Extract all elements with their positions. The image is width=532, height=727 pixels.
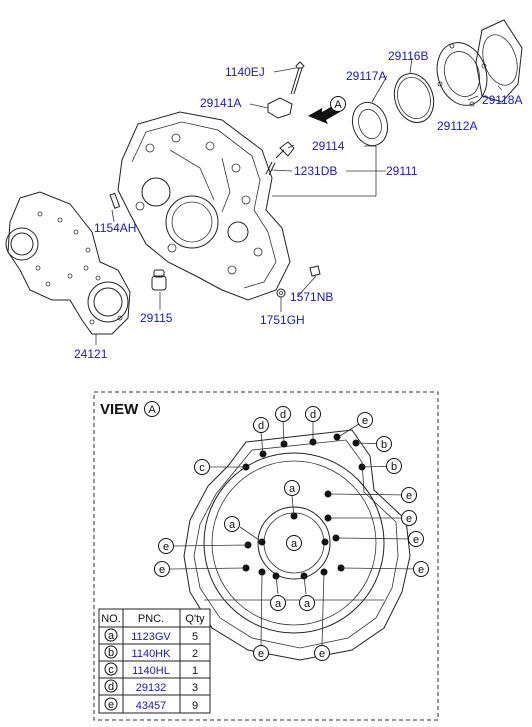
bubble-a-3: a — [291, 538, 298, 550]
bolt-1571NB-drawing — [309, 265, 321, 277]
label-29114: 29114 — [312, 139, 345, 153]
bubble-e-5: e — [163, 541, 169, 553]
table-header-no: NO. — [101, 613, 121, 625]
table-row-qty: 3 — [192, 682, 198, 694]
table-row-qty: 9 — [192, 700, 198, 712]
leader-lines — [95, 57, 503, 345]
table-row-no: c — [108, 664, 114, 676]
view-a-bubbles: d d d e b b c a e e a a e e e e a a e e — [154, 406, 429, 661]
table-row-no: b — [108, 647, 114, 659]
table-row-no: e — [108, 699, 114, 711]
label-29117A: 29117A — [346, 69, 386, 83]
table-row-qty: 5 — [192, 631, 198, 643]
bubble-b-2: b — [391, 461, 397, 473]
bubble-e-6: e — [159, 564, 165, 576]
bubble-a-2: a — [229, 519, 236, 531]
bubble-e-7: e — [418, 564, 424, 576]
table-header-qty: Q'ty — [185, 613, 205, 625]
table-row-no: d — [108, 681, 114, 693]
table-row-pnc: 43457 — [136, 700, 167, 712]
label-24121: 24121 — [74, 347, 108, 361]
bubble-d-2: d — [280, 409, 286, 421]
bubble-e-1: e — [362, 415, 368, 427]
gasket-24121-drawing — [5, 191, 131, 335]
table-row-pnc: 1140HK — [132, 648, 172, 660]
table-row-pnc: 1140HL — [132, 665, 170, 677]
label-1751GH: 1751GH — [260, 313, 305, 327]
bubble-e-2: e — [406, 490, 412, 502]
seal-29117A-drawing — [351, 101, 389, 147]
dowel-1154AH-drawing — [109, 192, 121, 209]
view-arrow-letter: A — [334, 99, 342, 111]
bubble-e-4: e — [413, 534, 419, 546]
view-a-leaders — [169, 419, 420, 646]
bubble-e-8: e — [258, 648, 264, 660]
washer-1751GH-drawing — [276, 288, 286, 298]
table-row-pnc: 29132 — [136, 682, 167, 694]
legend-table: NO. PNC. Q'ty a 1123GV 5 b 1140HK 2 c 11… — [98, 608, 211, 714]
view-title-letter-circle — [144, 401, 160, 417]
label-1231DB: 1231DB — [294, 164, 337, 178]
bubble-b-1: b — [381, 439, 387, 451]
gasket-29118A-drawing — [475, 19, 523, 103]
label-1154AH: 1154AH — [94, 221, 136, 235]
table-header-pnc: PNC. — [138, 613, 164, 625]
bubble-a-1: a — [289, 483, 296, 495]
label-1140EJ: 1140EJ — [225, 65, 265, 79]
bolt-1140EJ-drawing — [290, 61, 305, 95]
label-29111: 29111 — [386, 164, 418, 178]
plug-29115-drawing — [151, 269, 167, 291]
bubble-c-1: c — [199, 462, 205, 474]
view-a-bolt-holes — [242, 433, 366, 580]
view-title: VIEW — [100, 401, 139, 418]
bubble-e-9: e — [319, 648, 325, 660]
view-arrow-a: A — [308, 96, 346, 124]
cover-29141A-drawing — [267, 97, 293, 119]
bubble-e-3: e — [406, 513, 412, 525]
view-title-letter: A — [148, 404, 156, 416]
label-29112A: 29112A — [437, 119, 477, 133]
bubble-a-5: a — [304, 598, 311, 610]
table-row-pnc: 1123GV — [131, 631, 171, 643]
label-29116B: 29116B — [388, 49, 428, 63]
label-29141A: 29141A — [200, 96, 241, 110]
label-29118A: 29118A — [482, 93, 522, 107]
ring-29116B-drawing — [393, 73, 435, 123]
sensor-29114-drawing — [275, 141, 295, 159]
bubble-a-4: a — [275, 598, 282, 610]
bubble-d-3: d — [310, 409, 316, 421]
view-a-frame — [93, 391, 439, 721]
bolt-1231DB-drawing — [265, 161, 276, 176]
bubble-d-1: d — [258, 420, 264, 432]
seal-carrier-29112A-drawing — [436, 42, 488, 107]
table-row-qty: 1 — [192, 665, 198, 677]
table-row-no: a — [108, 630, 115, 642]
table-row-qty: 2 — [192, 648, 198, 660]
label-1571NB: 1571NB — [290, 290, 333, 304]
label-29115: 29115 — [140, 311, 173, 325]
housing-29111-drawing — [117, 111, 291, 301]
